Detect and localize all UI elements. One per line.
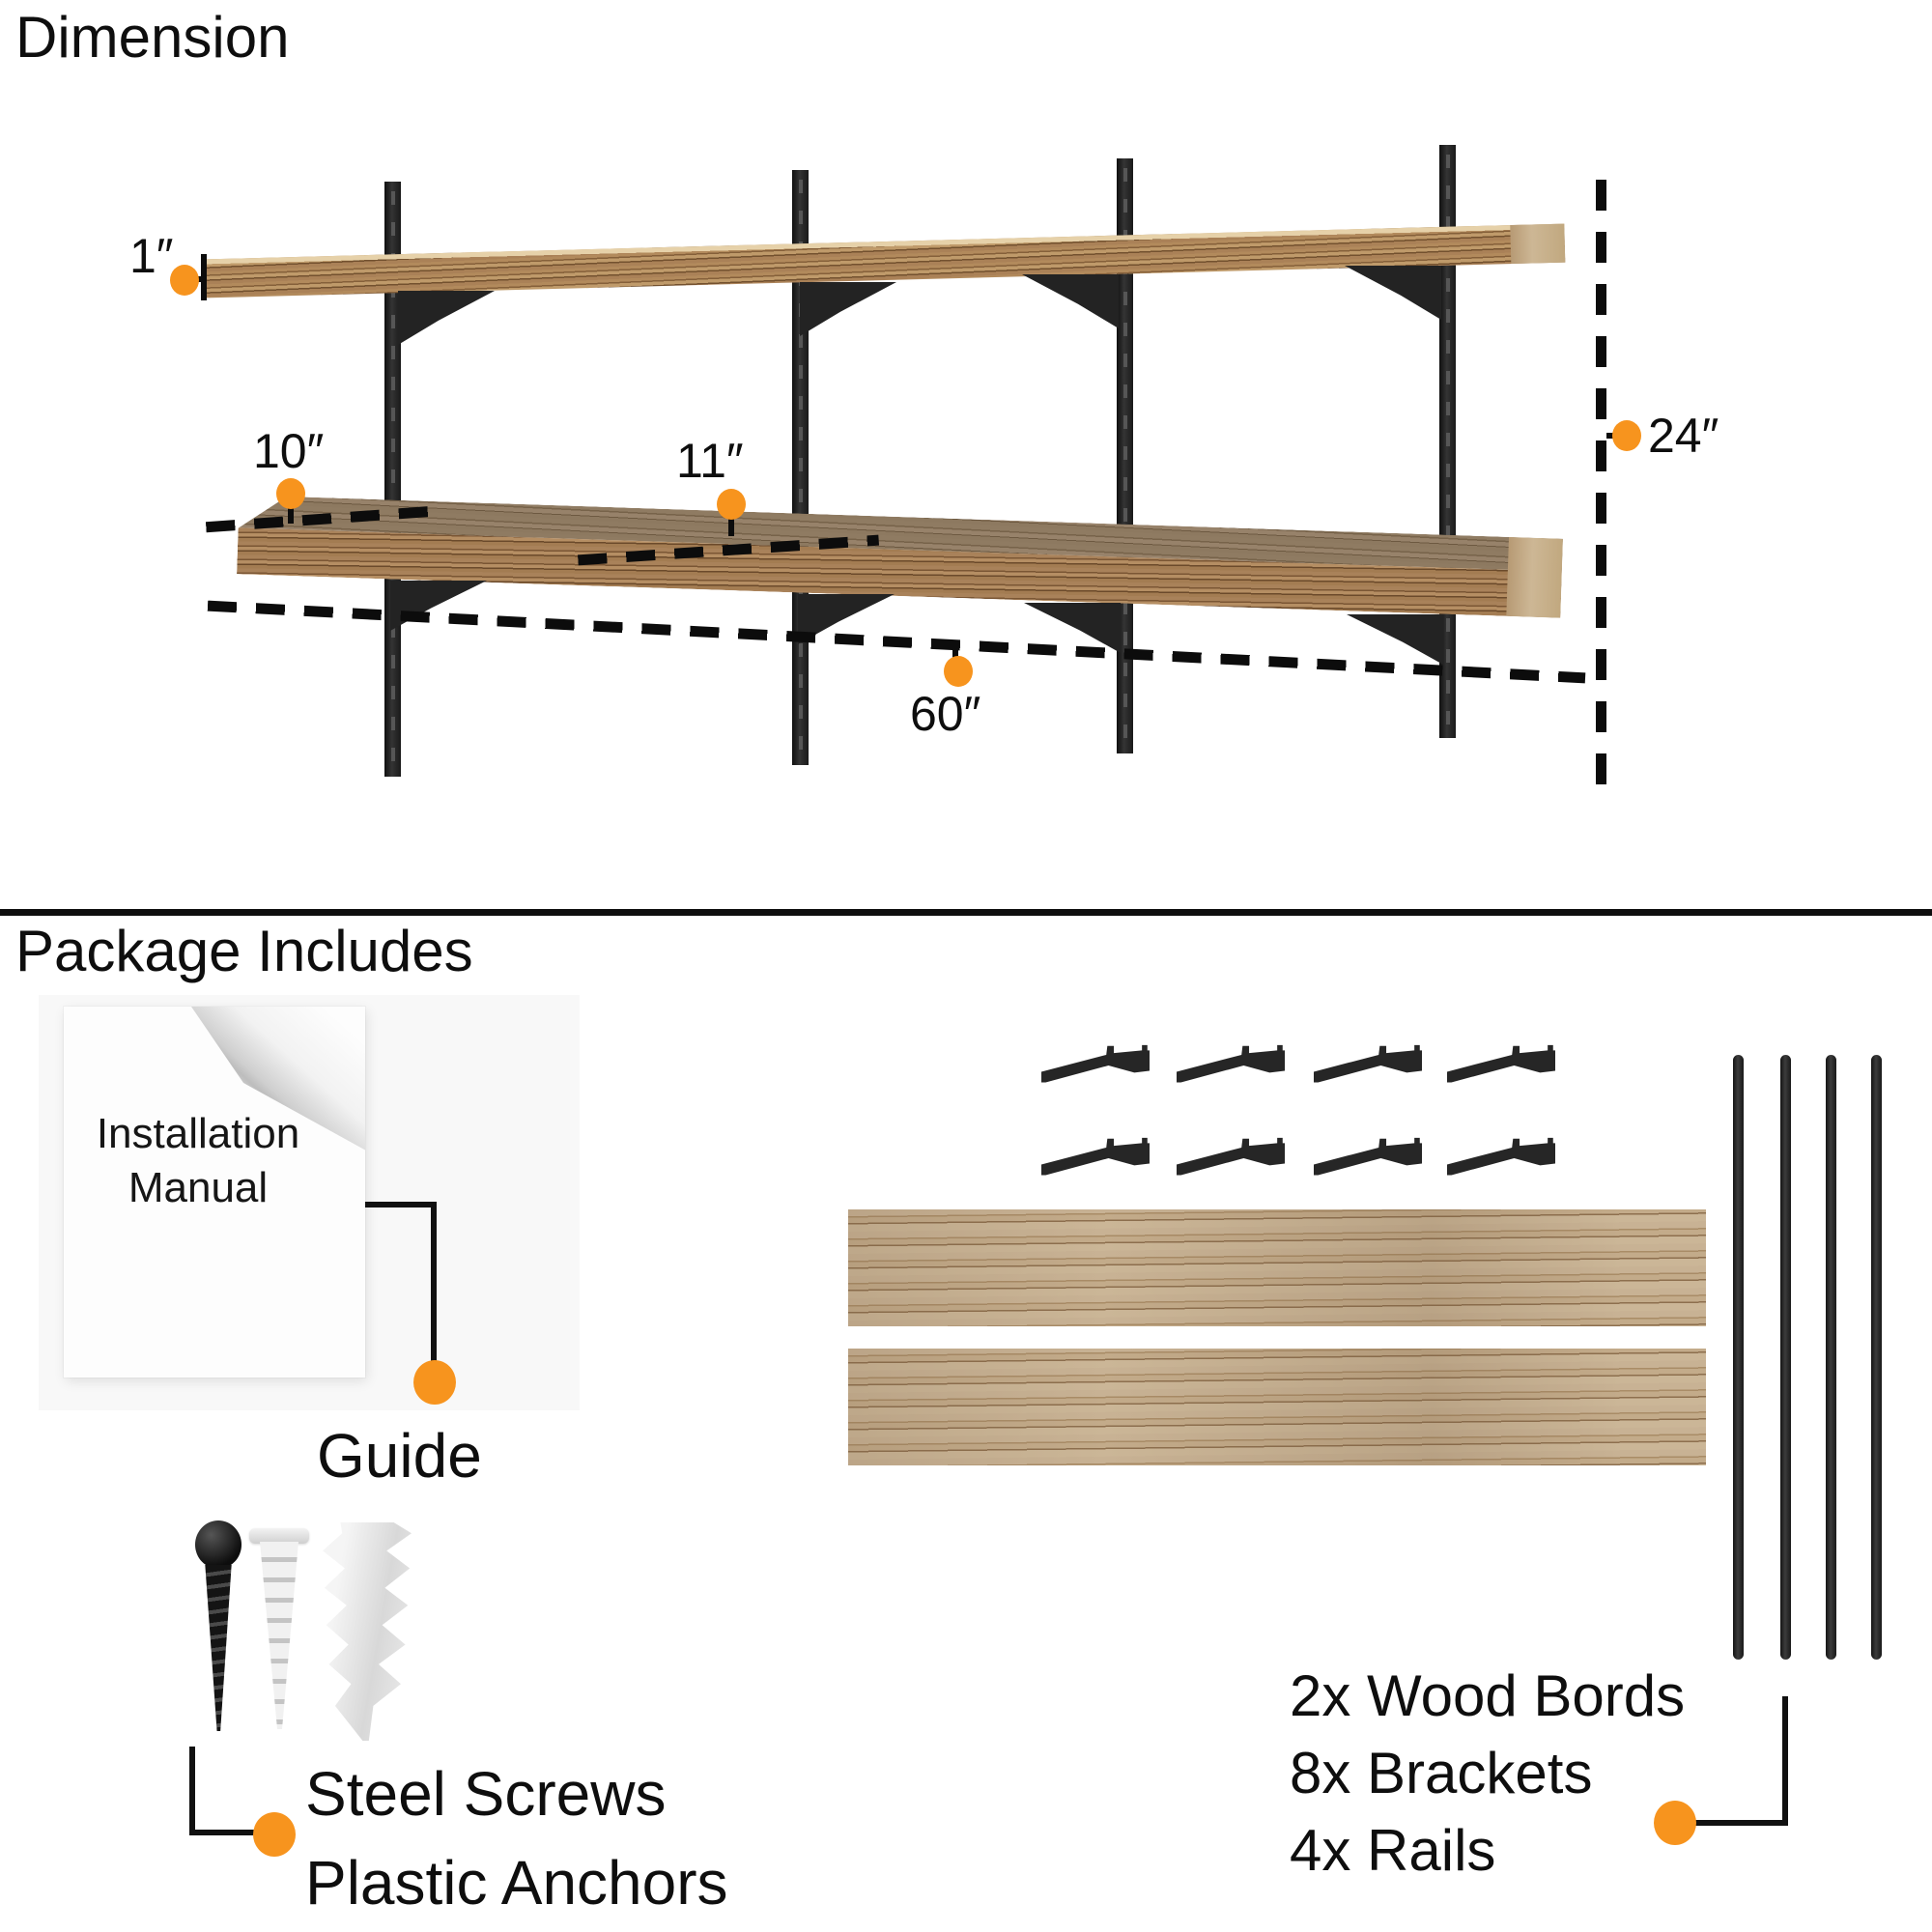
bracket-icon	[1041, 1044, 1150, 1083]
wood-board-icon	[848, 1349, 1706, 1465]
guide-label: Guide	[317, 1421, 482, 1491]
guide-connector-line	[365, 1202, 437, 1208]
depth-back-label: 10″	[253, 424, 325, 478]
bracket-icon	[1447, 1044, 1555, 1083]
height-label: 24″	[1648, 409, 1719, 463]
dashed-line-height-24	[1596, 180, 1606, 794]
section-divider	[0, 909, 1932, 916]
dashed-line-length-60	[207, 600, 1586, 684]
contents-boards-label: 2x Wood Bords	[1290, 1663, 1686, 1728]
board-end-grain	[1506, 537, 1563, 618]
screw-icon	[205, 1565, 232, 1731]
screws-connector-line	[189, 1747, 195, 1835]
plastic-anchors-label: Plastic Anchors	[305, 1848, 728, 1918]
rail-icon	[1780, 1055, 1791, 1660]
bracket-icon	[1314, 1044, 1422, 1083]
wood-board-icon	[848, 1209, 1706, 1326]
bracket-icon	[1177, 1044, 1285, 1083]
marker-dot-icon	[1612, 420, 1641, 451]
marker-dot-icon	[253, 1812, 296, 1857]
steel-screws-label: Steel Screws	[305, 1759, 667, 1829]
marker-dot-icon	[276, 478, 305, 509]
dimension-section-title: Dimension	[15, 5, 290, 70]
shelf-bracket-icon	[1347, 614, 1443, 665]
marker-dot-icon	[717, 489, 746, 520]
marker-dot-icon	[413, 1360, 456, 1405]
manual-title-line1: Installation	[96, 1110, 300, 1157]
marker-dot-icon	[944, 656, 973, 687]
shelf-bracket-icon	[800, 282, 896, 336]
measure-tick	[952, 648, 958, 661]
manual-title: Installation Manual	[77, 1107, 319, 1215]
screws-connector-line	[189, 1830, 261, 1835]
length-label: 60″	[910, 687, 981, 741]
rail-icon	[1733, 1055, 1744, 1660]
rail-icon	[1826, 1055, 1836, 1660]
marker-dot-icon	[170, 265, 199, 296]
rail-icon	[1871, 1055, 1882, 1660]
marker-dot-icon	[1654, 1801, 1696, 1845]
rails-connector-line	[1782, 1696, 1788, 1826]
measure-tick	[201, 254, 207, 300]
bracket-icon	[1314, 1137, 1422, 1176]
board-end-grain	[1510, 223, 1566, 265]
bracket-icon	[1447, 1137, 1555, 1176]
contents-rails-label: 4x Rails	[1290, 1818, 1496, 1883]
bracket-icon	[1177, 1137, 1285, 1176]
shelf-bracket-icon	[1022, 274, 1119, 328]
plastic-anchor-icon	[249, 1528, 309, 1544]
plastic-anchor-icon	[323, 1522, 412, 1741]
screw-icon	[195, 1520, 242, 1569]
contents-brackets-label: 8x Brackets	[1290, 1741, 1593, 1805]
wall-rail-icon	[384, 182, 401, 777]
shelf-bracket-icon	[398, 291, 495, 345]
plastic-anchor-icon	[260, 1542, 298, 1729]
package-section-title: Package Includes	[15, 919, 473, 983]
rails-connector-line	[1690, 1820, 1788, 1826]
measure-tick	[288, 506, 294, 524]
depth-front-label: 11″	[676, 434, 744, 488]
measure-tick	[728, 517, 734, 536]
wall-rail-icon	[1117, 158, 1133, 753]
manual-title-line2: Manual	[128, 1164, 269, 1211]
shelf-bracket-icon	[1345, 266, 1441, 320]
guide-connector-line	[431, 1202, 437, 1364]
thickness-label: 1″	[129, 229, 174, 283]
bracket-icon	[1041, 1137, 1150, 1176]
package-contents-list: 2x Wood Bords 8x Brackets 4x Rails	[1290, 1658, 1685, 1889]
